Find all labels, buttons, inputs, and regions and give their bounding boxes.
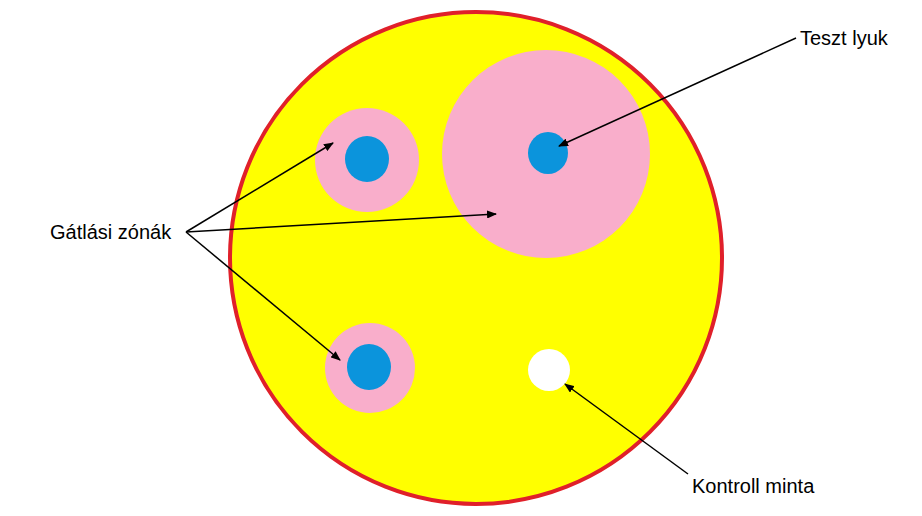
test-well	[528, 132, 568, 174]
control-sample	[528, 349, 570, 391]
petri-dish	[230, 12, 722, 504]
leader-arrow	[565, 384, 688, 474]
test-well-label: Teszt lyuk	[800, 26, 888, 50]
inhibition-zone	[315, 108, 419, 212]
inhibition-zone	[442, 50, 650, 258]
control-sample-label: Kontroll minta	[692, 474, 814, 498]
leader-arrow	[186, 214, 496, 232]
leader-arrow	[186, 232, 340, 360]
test-well	[347, 344, 391, 390]
inhibition-zone	[325, 323, 415, 413]
inhibition-zones-label: Gátlási zónák	[50, 220, 171, 244]
test-well	[345, 136, 389, 182]
leader-arrow	[559, 38, 796, 146]
leader-arrow	[186, 143, 333, 232]
